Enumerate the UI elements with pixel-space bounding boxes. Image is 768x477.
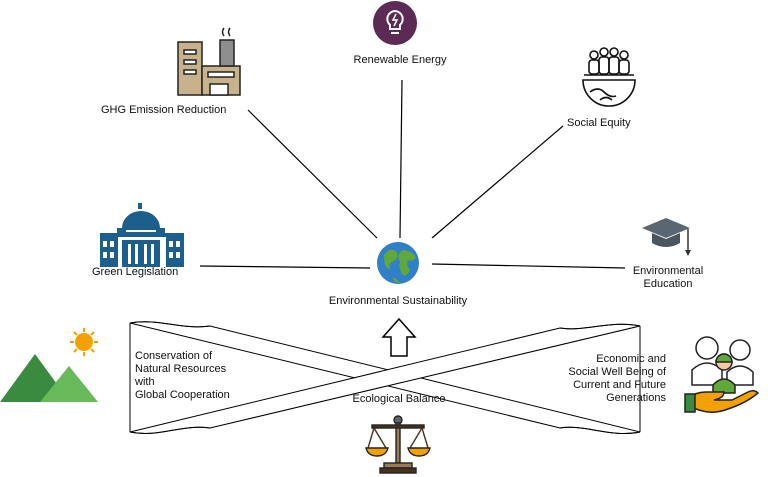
base-label-right: Economic and Social Well Being of Curren… xyxy=(568,353,666,404)
factory-icon xyxy=(177,27,241,96)
line-to-environmental-education xyxy=(431,263,626,269)
globe-icon xyxy=(377,242,419,284)
node-label-green-legislation: Green Legislation xyxy=(92,266,179,278)
base-band xyxy=(129,321,641,435)
node-label-environmental-education: Environmental Education xyxy=(632,265,704,290)
node-label-social-equity: Social Equity xyxy=(567,117,631,129)
capitol-building-icon xyxy=(100,203,184,267)
mountains-sun-icon xyxy=(0,328,98,402)
up-arrow-icon xyxy=(381,317,417,357)
people-globe-icon xyxy=(582,47,636,107)
node-label-renewable-energy: Renewable Energy xyxy=(353,54,447,66)
connector-lines xyxy=(199,79,626,269)
node-label-ghg-emission-reduction: GHG Emission Reduction xyxy=(101,104,227,116)
line-to-social-equity xyxy=(431,125,564,239)
lightbulb-icon xyxy=(373,1,417,45)
balance-scale-icon xyxy=(365,415,431,474)
graduation-cap-icon xyxy=(642,218,691,256)
line-to-green-legislation xyxy=(199,265,371,269)
base-label-center: Ecological Balance xyxy=(352,393,446,405)
family-in-hand-icon xyxy=(684,336,760,413)
line-to-ghg-emission-reduction xyxy=(247,109,378,239)
base-label-left: Conservation of Natural Resources with G… xyxy=(135,350,230,401)
line-to-renewable-energy xyxy=(399,79,403,239)
center-label-environmental-sustainability: Environmental Sustainability xyxy=(328,295,468,307)
